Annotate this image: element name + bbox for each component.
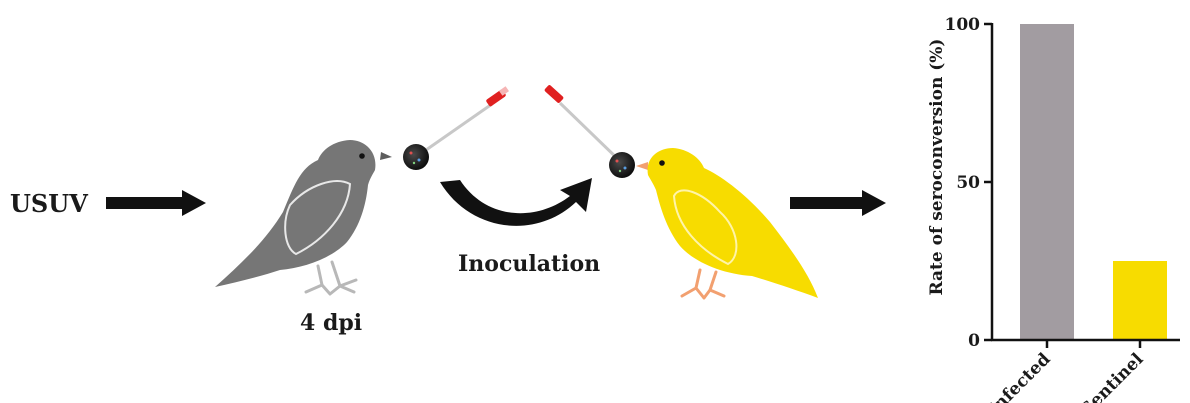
x-tick-label-sentinel: Sentinel (1077, 349, 1148, 403)
inoculation-label: Inoculation (458, 251, 600, 277)
swab-icon (403, 86, 509, 170)
sentinel-bird-icon (636, 148, 818, 300)
infected-bird-icon (215, 140, 392, 296)
seroconversion-chart: Rate of seroconversion (%) 0 50 100Infecte… (927, 15, 1180, 403)
y-tick-label: 0 (968, 331, 980, 351)
swab-icon (544, 85, 635, 178)
bar-sentinel (1113, 261, 1167, 340)
bar-infected (1020, 24, 1074, 340)
y-tick-label: 100 (945, 15, 981, 35)
right-arrow-icon (106, 190, 206, 216)
time-point-label: 4 dpi (300, 310, 362, 336)
right-arrow-icon (790, 190, 886, 216)
y-tick-label: 50 (956, 173, 980, 193)
x-tick-label-infected: Infected (984, 349, 1054, 403)
virus-label: USUV (10, 189, 88, 218)
y-axis-label: Rate of seroconversion (%) (927, 39, 947, 296)
curved-arrow-icon (440, 178, 592, 226)
